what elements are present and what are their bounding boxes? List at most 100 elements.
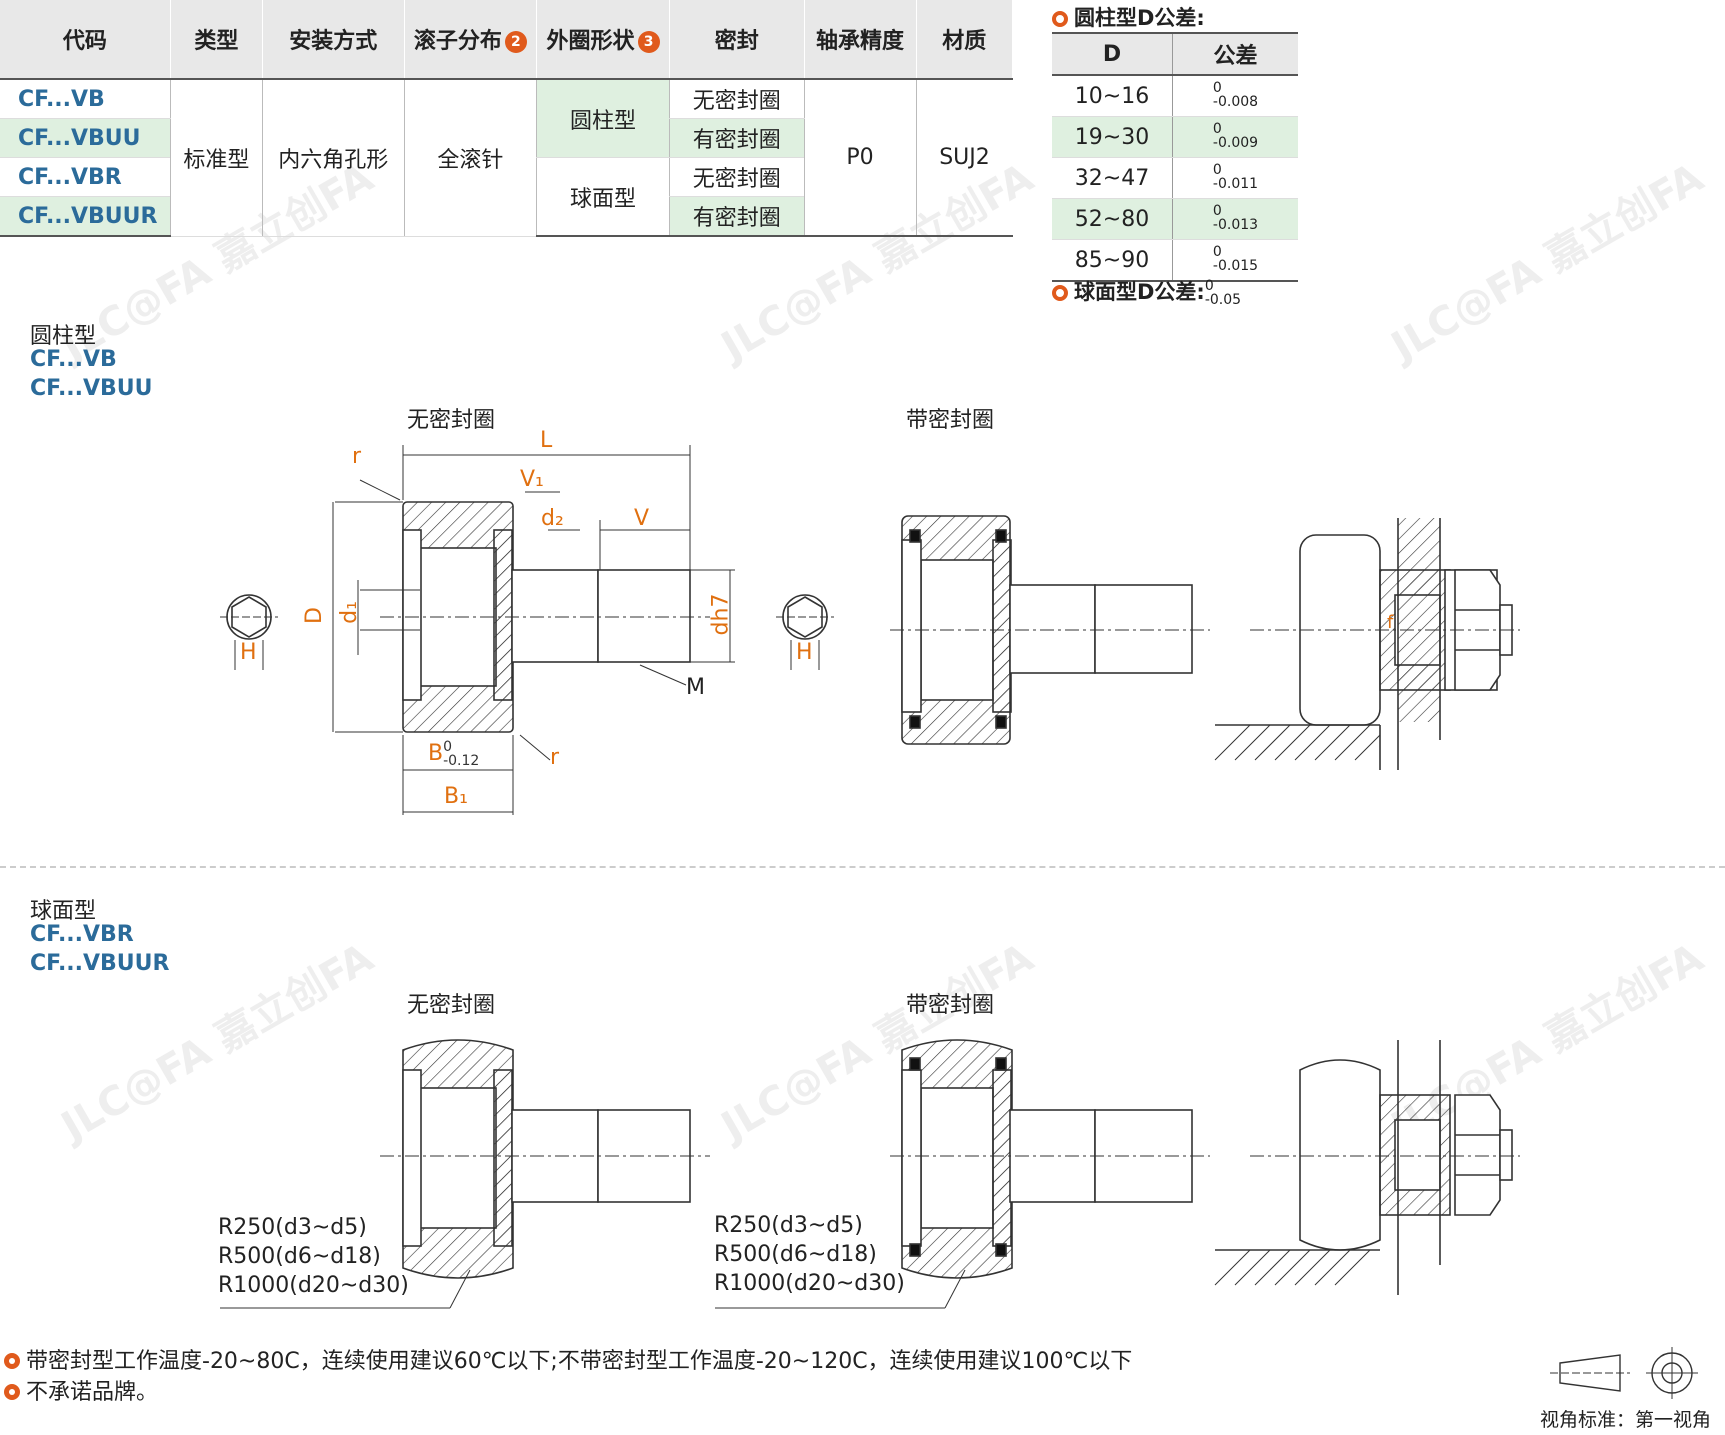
dim-label-B: B0-0.12 (428, 740, 479, 768)
tol-d: 85~90 (1052, 239, 1173, 282)
seal-cell: 无密封圈 (668, 157, 805, 197)
badge-2: 2 (504, 31, 527, 53)
dim-label-r: r (352, 444, 362, 469)
hex-end-view-left (220, 594, 278, 670)
bullet-icon (4, 1353, 20, 1369)
tol-upper: 0 (1212, 161, 1222, 178)
roller-cell: 全滚针 (403, 79, 537, 237)
label-noseal: 无密封圈 (407, 993, 496, 1018)
view-standard: 视角标准：第一视角 (1540, 1409, 1712, 1431)
header-outer-label: 外圈形状 (546, 29, 635, 54)
dim-label-f: f (1387, 612, 1394, 633)
cylindrical-drawings (220, 445, 1520, 815)
header-mount: 安装方式 (262, 0, 405, 80)
bullet-icon (4, 1384, 20, 1400)
tol-lower: -0.008 (1212, 93, 1259, 110)
tol-upper: 0 (443, 739, 453, 755)
tol-d: 52~80 (1052, 198, 1173, 240)
section1-code: CF...VB (30, 347, 117, 372)
table-row: CF...VB 标准型 内六角孔形 全滚针 圆柱型 无密封圈 P0 SUJ2 (0, 79, 1013, 237)
tolerance-title: 圆柱型D公差: (1052, 2, 1205, 32)
dim-label-d1: d₁ (336, 601, 362, 624)
label-seal: 带密封圈 (906, 408, 995, 433)
tol-upper: 0 (1212, 79, 1222, 96)
dim-label-d2: d₂ (541, 506, 564, 531)
tolerance-header-row: D 公差 (1052, 32, 1298, 76)
sphere-tolerance-title: 球面型D公差: (1074, 280, 1205, 304)
header-material: 材质 (916, 0, 1013, 80)
seal-cell: 无密封圈 (668, 79, 805, 119)
dim-label-V: V (634, 506, 650, 531)
code-cell: CF...VB (0, 79, 171, 119)
tol-lower: -0.011 (1212, 175, 1259, 192)
sphere-tolerance: 球面型D公差:0-0.05 (1052, 276, 1241, 307)
tol-value: 0-0.009 (1172, 116, 1298, 158)
type-cell: 标准型 (169, 79, 263, 237)
tol-d: 32~47 (1052, 157, 1173, 199)
footnote: 不承诺品牌。 (4, 1374, 158, 1406)
radius-note: R500(d6~d18) (714, 1242, 877, 1267)
table-row: CF...VBUU 有密封圈 (0, 118, 1013, 158)
label-noseal: 无密封圈 (407, 408, 496, 433)
footnote-text: 不承诺品牌。 (26, 1380, 159, 1405)
dim-label-V1: V₁ (520, 467, 544, 492)
first-angle-projection-icon (1550, 1347, 1698, 1399)
footnote-text: 带密封型工作温度-20~80C，连续使用建议60℃以下;不带密封型工作温度-20… (26, 1349, 1133, 1374)
section2-code: CF...VBUUR (30, 951, 170, 976)
dim-label-L: L (540, 428, 553, 453)
tol-d: 19~30 (1052, 116, 1173, 158)
dim-label-D: D (301, 607, 327, 624)
section2-title: 球面型 (30, 899, 97, 924)
tolerance-title-text: 圆柱型D公差: (1074, 6, 1205, 30)
tol-value: 0-0.011 (1172, 157, 1298, 199)
circle-bullet-icon (1052, 11, 1068, 27)
section2-code: CF...VBR (30, 922, 134, 947)
tol-value: 0-0.008 (1172, 75, 1298, 117)
spherical-seal-drawing (715, 1039, 1210, 1309)
hex-end-view-right (776, 594, 834, 670)
cylindrical-mount-drawing (1214, 518, 1520, 770)
dim-label-H: H (796, 640, 813, 665)
code-cell: CF...VBR (0, 157, 171, 197)
circle-bullet-icon (1052, 285, 1068, 301)
tol-header-tol: 公差 (1172, 32, 1298, 76)
spherical-mount-drawing (1214, 1040, 1520, 1295)
tol-lower: -0.05 (1204, 292, 1242, 308)
section1-code: CF...VBUU (30, 376, 153, 401)
tol-header-d: D (1052, 32, 1173, 76)
material-cell: SUJ2 (915, 79, 1013, 237)
radius-note: R250(d3~d5) (218, 1215, 367, 1240)
header-code: 代码 (0, 0, 171, 80)
seal-cell: 有密封圈 (668, 118, 805, 158)
mount-cell: 内六角孔形 (261, 79, 405, 237)
radius-note: R500(d6~d18) (218, 1244, 381, 1269)
tol-lower: -0.015 (1212, 257, 1259, 274)
shape-cell: 圆柱型 (536, 79, 670, 158)
shape-cell: 球面型 (536, 157, 670, 237)
dim-label-M: M (686, 675, 705, 700)
badge-3: 3 (637, 31, 660, 53)
section1-title: 圆柱型 (30, 324, 97, 349)
tol-lower: -0.009 (1212, 134, 1259, 151)
tol-upper: 0 (1212, 202, 1222, 219)
dim-label-B1: B₁ (444, 784, 468, 809)
table-row: CF...VBR 球面型 无密封圈 (0, 157, 1013, 237)
tol-upper: 0 (1212, 120, 1222, 137)
spherical-noseal-drawing (220, 1039, 710, 1309)
precision-cell: P0 (803, 79, 916, 237)
code-cell: CF...VBUUR (0, 196, 171, 237)
radius-note: R1000(d20~d30) (714, 1271, 905, 1296)
tol-value: 0-0.013 (1172, 198, 1298, 240)
tol-upper: 0 (1204, 278, 1214, 294)
spherical-drawings (220, 1039, 1520, 1309)
header-precision: 轴承精度 (804, 0, 917, 80)
